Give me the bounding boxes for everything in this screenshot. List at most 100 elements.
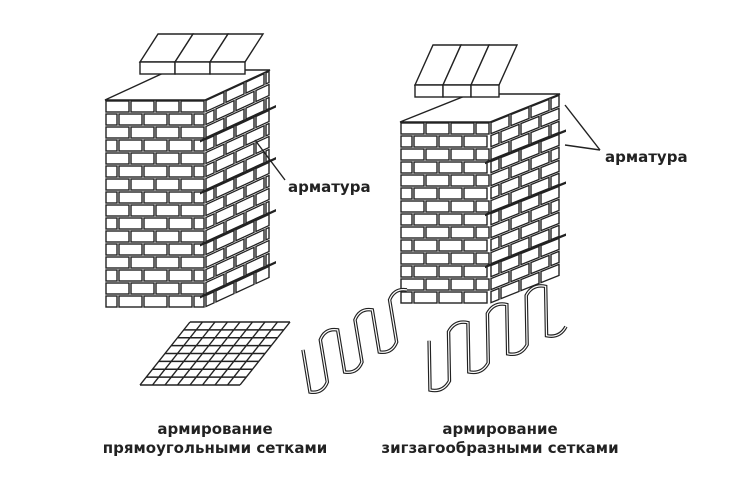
brick	[215, 177, 235, 199]
brick	[520, 219, 540, 240]
brick	[450, 122, 475, 135]
brick	[425, 200, 450, 213]
brick	[105, 295, 118, 308]
mesh-bar	[214, 321, 266, 386]
brick	[118, 113, 143, 126]
brick	[168, 139, 193, 152]
brick	[118, 295, 143, 308]
left-caption-line2: прямоугольными сетками	[102, 439, 328, 457]
brick	[225, 237, 245, 260]
brick	[490, 157, 500, 174]
brick	[143, 269, 168, 282]
brick	[130, 256, 155, 269]
brick	[265, 200, 270, 215]
brick	[235, 246, 255, 268]
brick	[400, 174, 425, 187]
brick	[475, 278, 490, 291]
brick	[475, 174, 490, 187]
brick	[143, 139, 168, 152]
brick	[475, 122, 490, 135]
brick	[105, 204, 130, 217]
brick	[205, 212, 215, 230]
brick	[155, 152, 180, 165]
brick	[255, 187, 270, 207]
top-brick-face	[442, 84, 472, 98]
brick	[155, 282, 180, 295]
brick	[105, 243, 118, 256]
brick	[235, 194, 255, 216]
brick	[215, 99, 235, 121]
top-brick-face	[174, 61, 211, 75]
brick	[530, 150, 550, 171]
brick	[118, 217, 143, 230]
brick	[225, 185, 245, 208]
top-brick-face	[470, 84, 500, 98]
brick	[215, 229, 235, 251]
brick	[193, 113, 205, 126]
brick	[463, 187, 488, 200]
brick	[463, 265, 488, 278]
brick	[205, 134, 215, 152]
brick	[520, 245, 540, 266]
brick	[168, 269, 193, 282]
brick	[530, 254, 550, 275]
brick	[490, 287, 500, 304]
brick	[490, 261, 500, 278]
brick	[463, 161, 488, 174]
brick	[438, 213, 463, 226]
brick	[205, 91, 225, 113]
brick	[255, 213, 270, 233]
brick	[205, 160, 215, 178]
brick	[265, 174, 270, 189]
zigzag-bar-inner	[302, 288, 408, 393]
brick	[400, 135, 413, 148]
brick	[105, 139, 118, 152]
brick	[425, 122, 450, 135]
brick	[500, 149, 520, 170]
brick	[205, 247, 225, 269]
brick	[130, 100, 155, 113]
brick	[168, 295, 193, 308]
brick	[205, 195, 225, 217]
brick	[235, 220, 255, 242]
mesh-bar	[226, 321, 279, 386]
brick	[105, 191, 118, 204]
brick	[155, 126, 180, 139]
brick	[400, 291, 413, 304]
brick	[438, 161, 463, 174]
brick	[155, 178, 180, 191]
brick	[105, 282, 130, 295]
brick	[463, 291, 488, 304]
right-caption: армирование зигзагообразными сетками	[355, 420, 645, 458]
brick	[168, 217, 193, 230]
brick	[425, 278, 450, 291]
brick	[143, 165, 168, 178]
brick	[255, 83, 270, 103]
brick	[255, 239, 270, 259]
right-leader-lines	[564, 104, 601, 151]
brick	[550, 146, 560, 163]
brick	[490, 114, 510, 135]
brick	[130, 178, 155, 191]
brick	[155, 230, 180, 243]
brick	[475, 252, 490, 265]
brick	[105, 230, 130, 243]
brick	[235, 116, 255, 138]
brick	[225, 81, 245, 104]
brick	[235, 90, 255, 112]
brick	[490, 218, 510, 239]
brick	[400, 161, 413, 174]
brick	[193, 243, 205, 256]
brick	[193, 295, 205, 308]
rebar	[200, 104, 276, 143]
brick	[180, 126, 205, 139]
brick	[118, 139, 143, 152]
brick	[400, 278, 425, 291]
zigzag-bar	[427, 284, 568, 393]
brick	[450, 278, 475, 291]
brick	[255, 161, 270, 181]
brick	[438, 135, 463, 148]
top-brick-face	[139, 61, 176, 75]
brick	[413, 213, 438, 226]
